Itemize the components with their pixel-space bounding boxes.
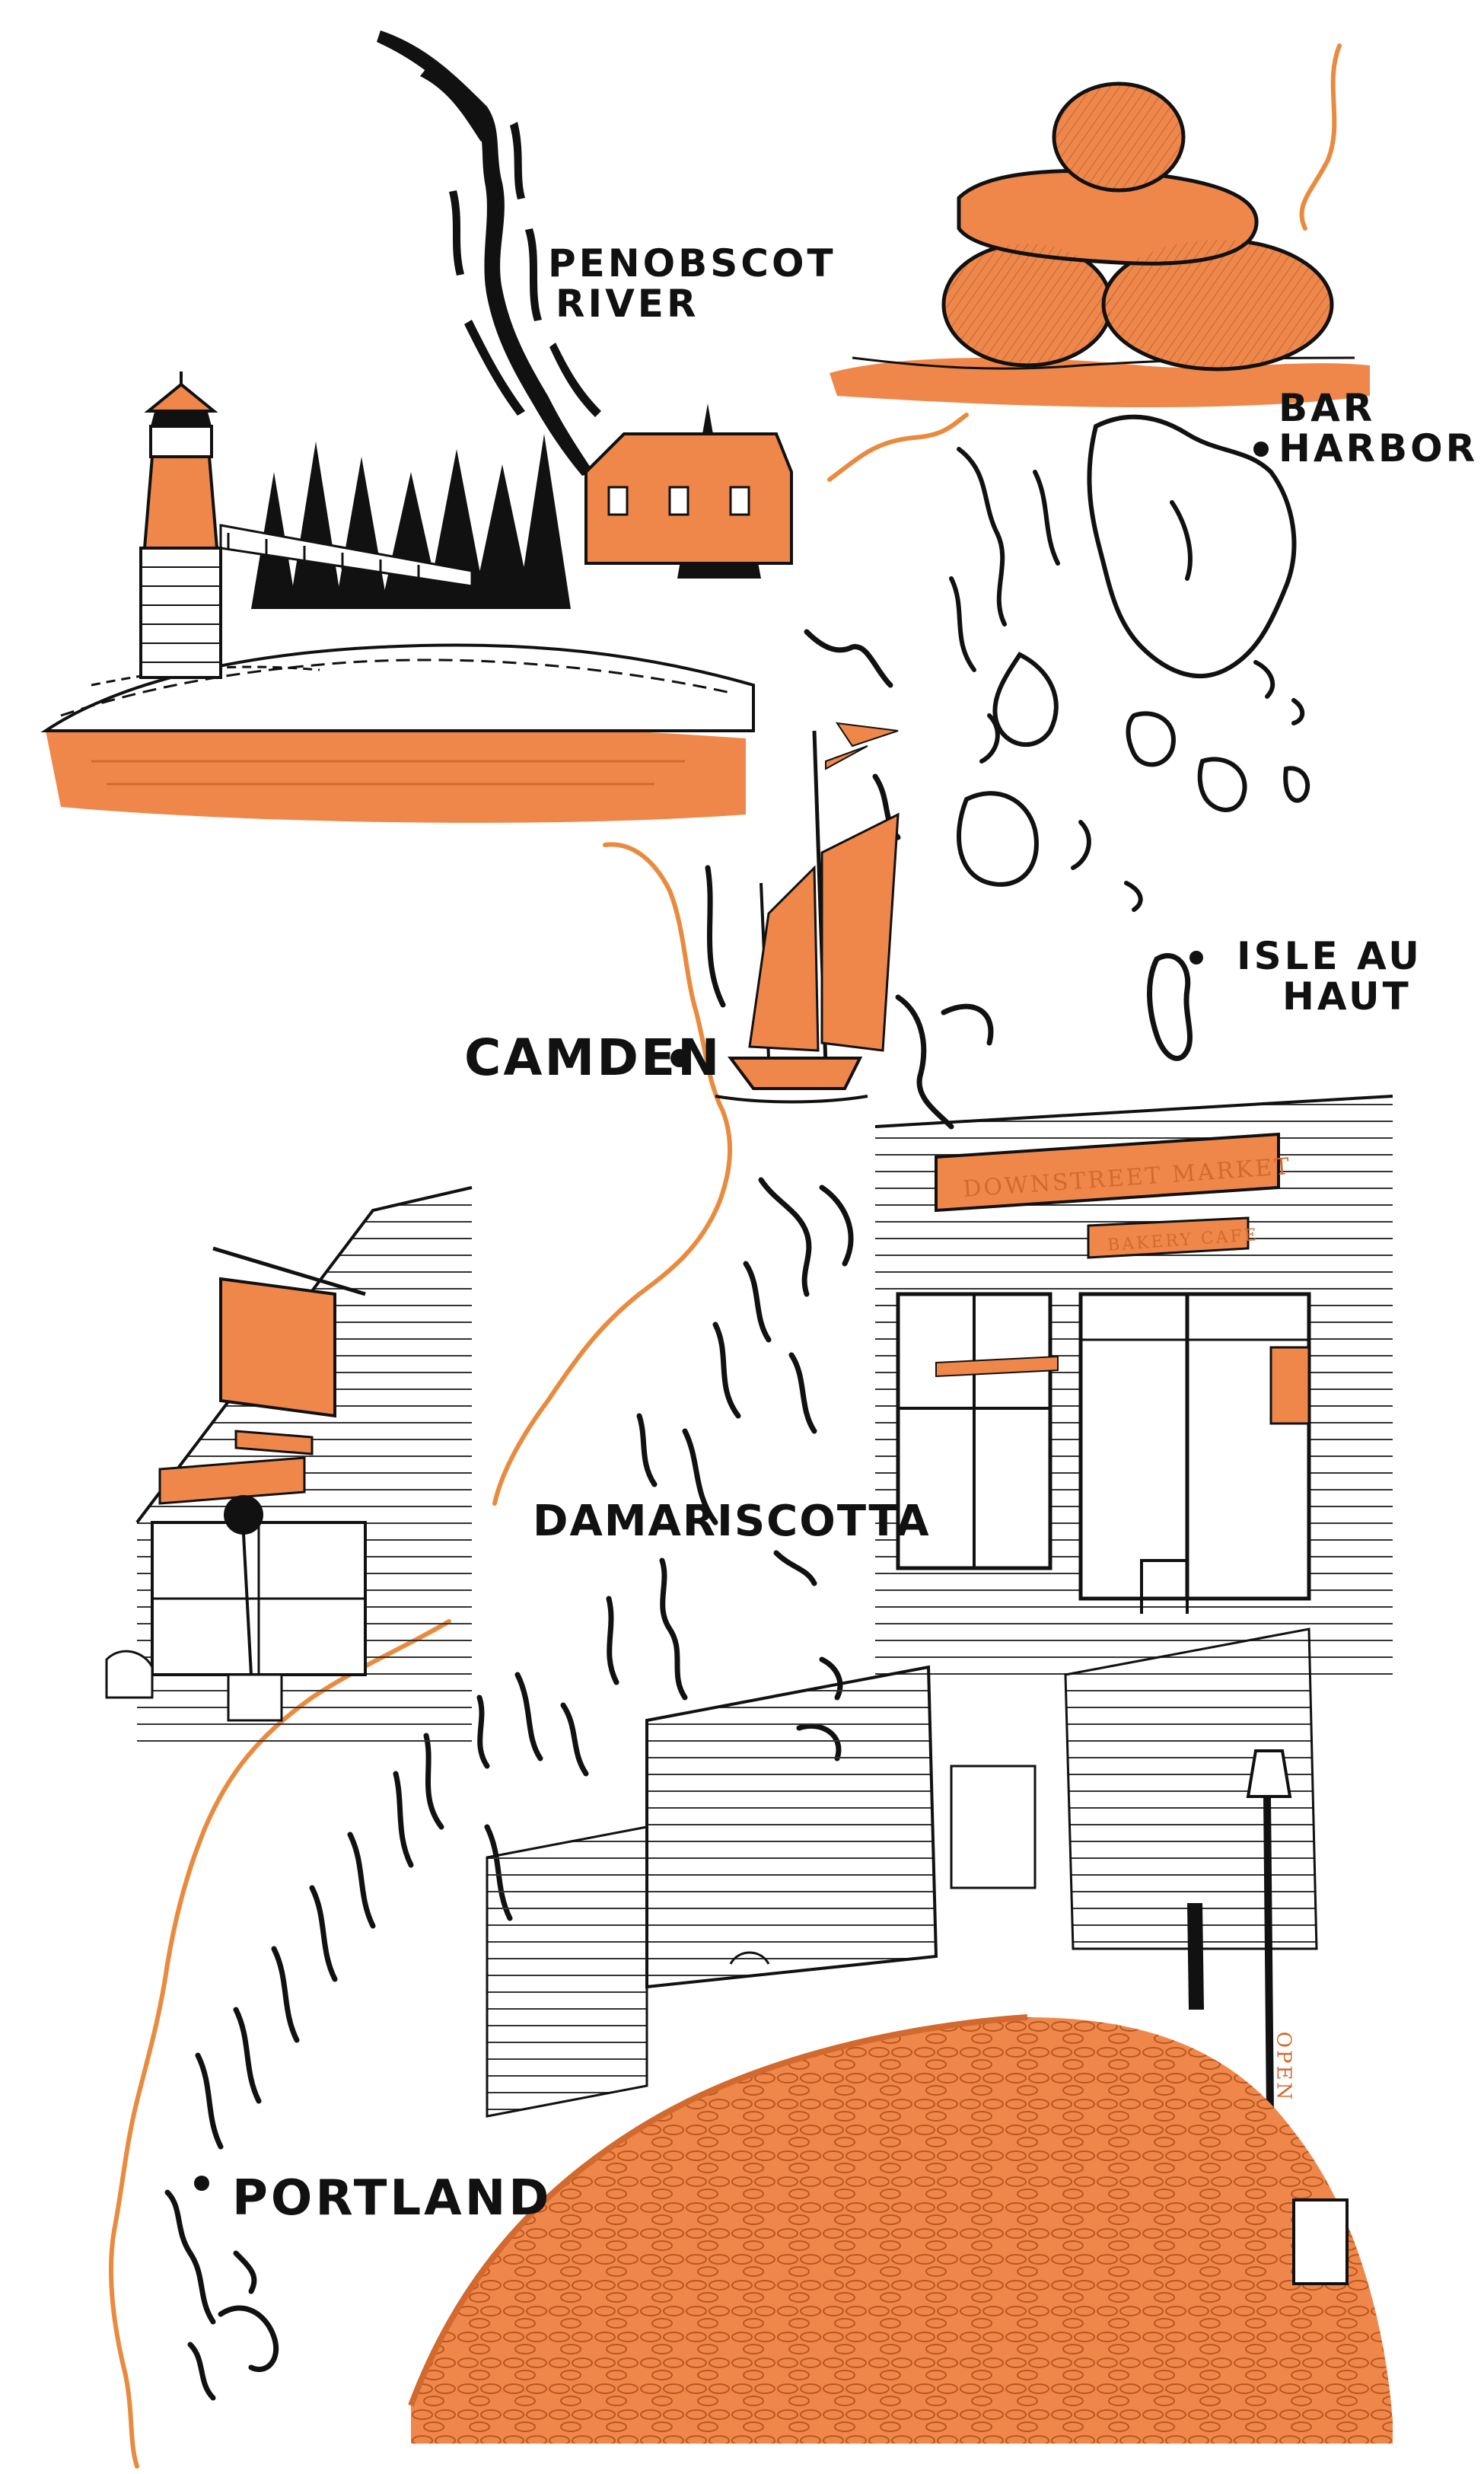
bar-harbor-line2: HARBOR [1279,426,1479,470]
isle-au-haut-line1: ISLE AU [1237,934,1422,978]
portland-label: PORTLAND [232,2170,553,2227]
mount-desert-islands [949,414,1310,912]
bar-harbor-dot [1253,442,1269,457]
rock-cairn-icon [830,81,1370,407]
open-sign: OPEN [1272,2031,1295,2103]
storefront-icon [874,1095,1393,1675]
penobscot-line1: PENOBSCOT [548,241,836,285]
camden-label: CAMDEN [464,1028,722,1087]
isle-au-haut-dot [1189,951,1203,964]
damariscotta-label: DAMARISCOTTA [533,1497,931,1546]
bar-harbor-line1: BAR [1279,386,1376,430]
bar-harbor-label: BAR HARBOR [1279,388,1478,468]
isle-au-haut-line2: HAUT [1282,974,1412,1019]
penobscot-river-label: PENOBSCOT RIVER [548,244,836,324]
lighthouse-icon [40,371,793,823]
penobscot-line2: RIVER [556,281,699,326]
camden-dot [670,1049,689,1067]
portland-dot [194,2176,209,2191]
isle-au-haut-island [1147,953,1193,1061]
isle-au-haut-label: ISLE AU HAUT [1237,936,1422,1016]
deli-storefront-icon [105,1186,473,1751]
schooner-icon [715,722,900,1104]
penobscot-bay-islands [682,629,994,1526]
portland-coast [164,2189,279,2401]
cobblestone-street-icon [408,1559,1393,2444]
penobscot-river [377,30,601,476]
